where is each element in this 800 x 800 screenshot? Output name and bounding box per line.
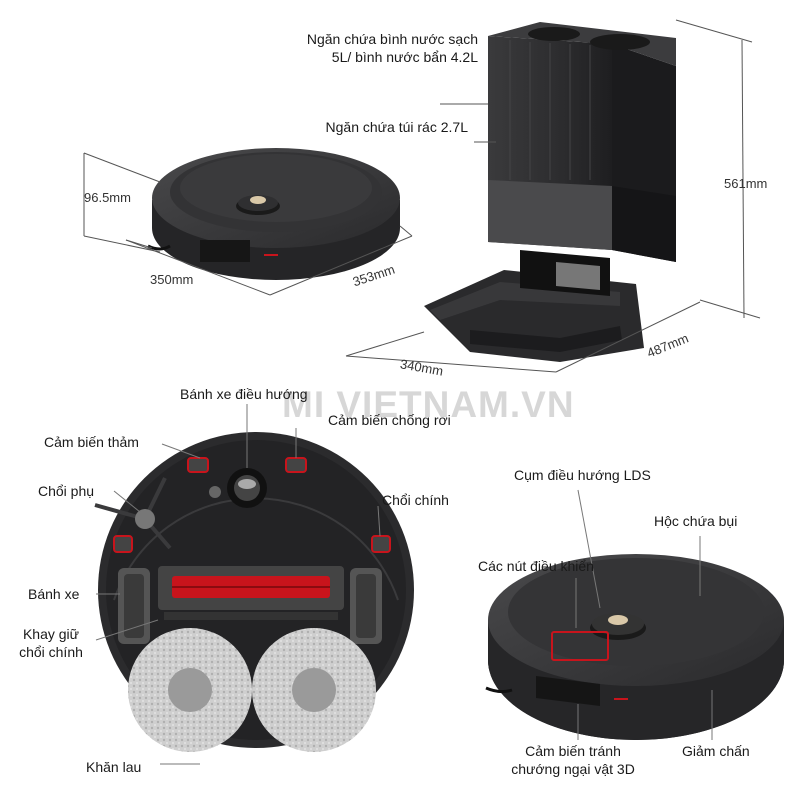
dock-dimension-lines xyxy=(345,19,761,373)
main-brush-label: Chổi chính xyxy=(382,492,449,508)
brush-guard-line2: chổi chính xyxy=(19,644,83,660)
brush-guard-line1: Khay giữ xyxy=(22,626,80,642)
water-tanks-label: Ngăn chứa bình nước sạch 5L/ bình nước b… xyxy=(307,30,478,66)
robot-top-view xyxy=(485,554,784,740)
sensor-3d-line1: Cảm biến tránh xyxy=(525,743,621,759)
robot-width-label: 350mm xyxy=(150,272,194,287)
sensor-3d-label: Cảm biến tránh chướng ngại vật 3D xyxy=(488,742,658,778)
robot-underside xyxy=(94,432,414,752)
robot-dimension-lines xyxy=(83,152,413,296)
brush-guard-label: Khay giữ chổi chính xyxy=(14,625,88,661)
water-tanks-line2: 5L/ bình nước bẩn 4.2L xyxy=(331,49,478,65)
dock-height-label: 561mm xyxy=(724,176,768,191)
carpet-sensor-label: Cảm biến thảm xyxy=(44,434,139,450)
cliff-sensor-label: Cảm biến chống rơi xyxy=(328,412,451,428)
water-tanks-line1: Ngăn chứa bình nước sạch xyxy=(306,31,478,47)
side-brush-label: Chổi phụ xyxy=(38,483,95,499)
wheel-label: Bánh xe xyxy=(28,586,80,602)
robot-dimension-view xyxy=(147,148,400,280)
lds-label: Cụm điều hướng LDS xyxy=(514,467,651,483)
buttons-label: Các nút điều khiển xyxy=(478,558,594,574)
watermark: MI VIETNAM.VN xyxy=(282,384,575,425)
robot-height-label: 96.5mm xyxy=(84,190,131,205)
underside-leader-lines xyxy=(95,404,381,765)
dustbin-label: Hộc chứa bụi xyxy=(654,513,738,529)
top-view-leader-lines xyxy=(575,489,713,740)
sensor-3d-line2: chướng ngại vật 3D xyxy=(511,761,635,777)
bumper-label: Giảm chấn xyxy=(682,743,750,759)
caster-wheel-label: Bánh xe điều hướng xyxy=(180,386,308,402)
mop-pads-label: Khăn lau xyxy=(86,759,142,775)
dock-station xyxy=(424,22,676,362)
dust-bag-label: Ngăn chứa túi rác 2.7L xyxy=(325,119,468,135)
